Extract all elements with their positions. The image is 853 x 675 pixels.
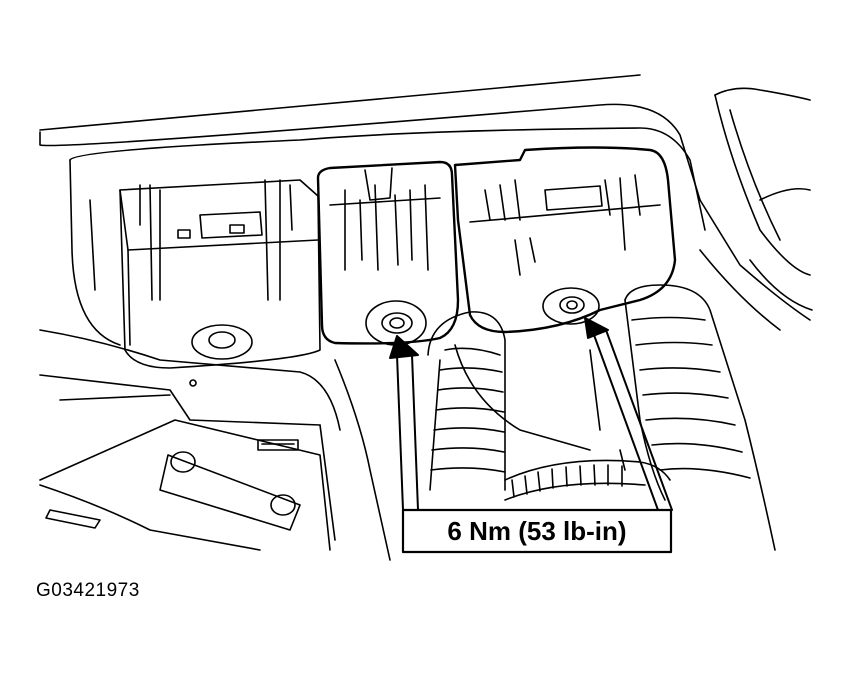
main-cable [504, 459, 671, 501]
left-connector [119, 179, 321, 387]
wire-harness-right [624, 284, 776, 551]
torque-arrow-right [584, 317, 673, 511]
right-connector [453, 146, 677, 334]
torque-arrow-middle [389, 335, 419, 511]
wire-harness-middle [427, 311, 506, 491]
panel-outline [39, 74, 811, 346]
torque-callout-box [401, 508, 673, 554]
right-panel [699, 87, 813, 331]
mounting-bracket [39, 329, 626, 561]
middle-connector [316, 160, 460, 346]
figure-id: G03421973 [36, 580, 140, 601]
torque-spec-label: 6 Nm (53 lb-in) [447, 516, 626, 546]
